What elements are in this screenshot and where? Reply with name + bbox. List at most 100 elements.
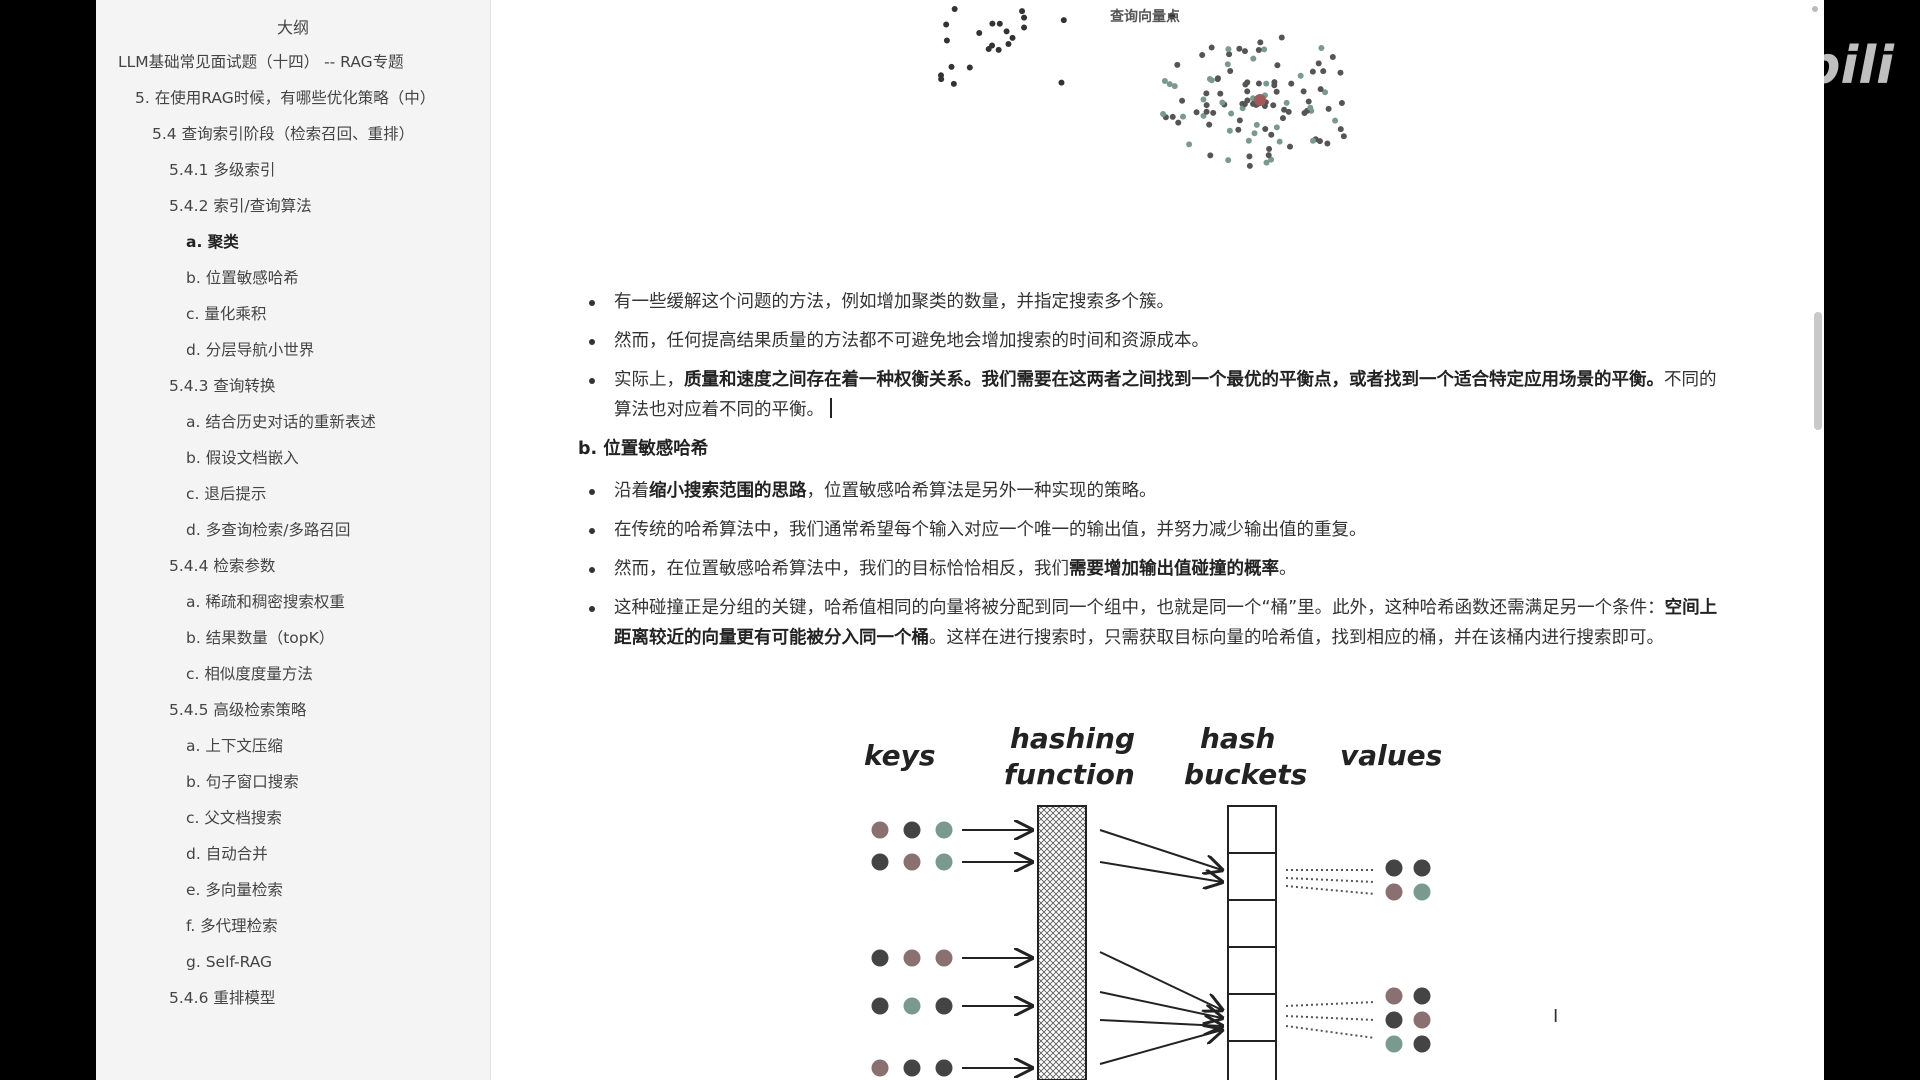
value-dot [1413, 987, 1431, 1005]
scatter-point [1186, 141, 1193, 148]
outline-item[interactable]: LLM基础常见面试题（十四） -- RAG专题 [118, 53, 404, 71]
key-dot [935, 821, 953, 839]
outline-item[interactable]: b. 假设文档嵌入 [186, 449, 299, 467]
outline-item[interactable]: b. 结果数量（topK） [186, 629, 335, 647]
outline-item[interactable]: a. 稀疏和稠密搜索权重 [186, 593, 345, 611]
key-dot [871, 821, 889, 839]
key-dot [935, 949, 953, 967]
scatter-point [1270, 102, 1277, 109]
scatter-point [995, 46, 1002, 53]
outline-item[interactable]: 5.4.4 检索参数 [169, 557, 276, 575]
bullet-item: 然而，任何提高结果质量的方法都不可避免地会增加搜索的时间和资源成本。 [578, 326, 1728, 356]
outline-item[interactable]: a. 聚类 [186, 233, 239, 251]
scatter-point [1287, 143, 1294, 150]
key-dot [871, 997, 889, 1015]
scatter-point [1244, 88, 1251, 95]
bullet-item: 然而，在位置敏感哈希算法中，我们的目标恰恰相反，我们需要增加输出值碰撞的概率。 [578, 554, 1728, 584]
scatter-point [1285, 108, 1292, 115]
outline-item[interactable]: f. 多代理检索 [186, 917, 278, 935]
outline-item[interactable]: 5.4 查询索引阶段（检索召回、重排） [152, 125, 415, 143]
scatter-point [1207, 152, 1214, 159]
scatter-point [1265, 152, 1272, 159]
scatter-point [1200, 96, 1207, 103]
bucket-arrow [1099, 829, 1222, 870]
scroll-indicator-dot [1812, 6, 1818, 12]
outline-item[interactable]: 5.4.6 重排模型 [169, 989, 276, 1007]
outline-item[interactable]: 5.4.3 查询转换 [169, 377, 276, 395]
document-area: 查询向量点 有一些缓解这个问题的方法，例如增加聚类的数量，并指定搜索多个簇。然而… [490, 0, 1824, 1080]
video-watermark: 知乎 @酱酱学AI bilibili [1424, 36, 1894, 106]
key-dot [903, 1059, 921, 1077]
scatter-point [1262, 125, 1269, 132]
hash-arrows [962, 829, 1376, 1068]
outline-item[interactable]: b. 句子窗口搜索 [186, 773, 299, 791]
bucket-arrow [1099, 861, 1222, 882]
scatter-point [938, 76, 945, 83]
scatter-point [1253, 121, 1260, 128]
outline-item[interactable]: a. 结合历史对话的重新表述 [186, 413, 376, 431]
scatter-point [1305, 98, 1312, 105]
vertical-scrollbar[interactable] [1814, 312, 1822, 430]
key-dot [903, 821, 921, 839]
outline-item[interactable]: e. 多向量检索 [186, 881, 283, 899]
outline-item[interactable]: d. 自动合并 [186, 845, 268, 863]
bucket-arrow [1099, 1030, 1222, 1065]
query-point-label: 查询向量点 [1110, 9, 1180, 25]
value-dot [1413, 859, 1431, 877]
text-caret [830, 398, 832, 418]
outline-item[interactable]: c. 退后提示 [186, 485, 267, 503]
scatter-point [1338, 99, 1345, 106]
outline-item[interactable]: c. 相似度度量方法 [186, 665, 313, 683]
scatter-point [1337, 69, 1344, 76]
outline-item[interactable]: 5.4.1 多级索引 [169, 161, 276, 179]
document-content[interactable]: 有一些缓解这个问题的方法，例如增加聚类的数量，并指定搜索多个簇。然而，任何提高结… [578, 287, 1728, 662]
scatter-point [996, 20, 1003, 27]
scatter-point [1273, 124, 1280, 131]
bucket-arrow [1099, 991, 1222, 1018]
outline-item[interactable]: a. 上下文压缩 [186, 737, 283, 755]
outline-item[interactable]: c. 父文档搜索 [186, 809, 282, 827]
scatter-point [1271, 79, 1278, 86]
outline-item[interactable]: 5. 在使用RAG时候，有哪些优化策略（中） [135, 89, 436, 107]
scatter-point [1261, 46, 1268, 53]
scatter-point [1244, 79, 1251, 86]
scatter-point [1276, 138, 1283, 145]
scatter-point [1241, 101, 1248, 108]
scatter-point [1179, 97, 1186, 104]
scatter-point [1255, 80, 1262, 87]
outline-item[interactable]: d. 多查询检索/多路召回 [186, 521, 351, 539]
scatter-point [1225, 46, 1232, 53]
bucket-column [1227, 805, 1277, 1080]
key-dot [935, 997, 953, 1015]
scatter-point [1021, 24, 1028, 31]
bullet-list-2: 沿着缩小搜索范围的思路，位置敏感哈希算法是另外一种实现的策略。在传统的哈希算法中… [578, 476, 1728, 653]
outline-item[interactable]: b. 位置敏感哈希 [186, 269, 299, 287]
scatter-point [1315, 60, 1322, 67]
outline-item[interactable]: 5.4.2 索引/查询算法 [169, 197, 312, 215]
outline-item[interactable]: c. 量化乘积 [186, 305, 267, 323]
value-dots [1385, 859, 1431, 1053]
outline-item[interactable]: g. Self-RAG [186, 953, 273, 971]
scatter-point [1288, 80, 1295, 87]
scatter-point [1161, 78, 1168, 85]
hashing-label: hashing [1010, 722, 1135, 755]
scatter-point [1274, 62, 1281, 69]
scatter-point [1203, 102, 1210, 109]
scatter-point [1309, 137, 1316, 144]
scatter-point [950, 80, 957, 87]
keys-label: keys [864, 739, 936, 772]
scatter-point [1208, 44, 1215, 51]
key-dot [903, 853, 921, 871]
scatter-point [1266, 145, 1273, 152]
scatter-point [1320, 68, 1327, 75]
buckets-label: buckets [1184, 758, 1307, 791]
scatter-point [1340, 133, 1347, 140]
scatter-point [1297, 72, 1304, 79]
outline-item[interactable]: 5.4.5 高级检索策略 [169, 701, 307, 719]
scatter-point [1214, 76, 1221, 83]
scatter-point [1251, 130, 1258, 137]
scatter-point [1268, 131, 1275, 138]
scatter-point [1225, 157, 1232, 164]
outline-item[interactable]: d. 分层导航小世界 [186, 341, 315, 359]
